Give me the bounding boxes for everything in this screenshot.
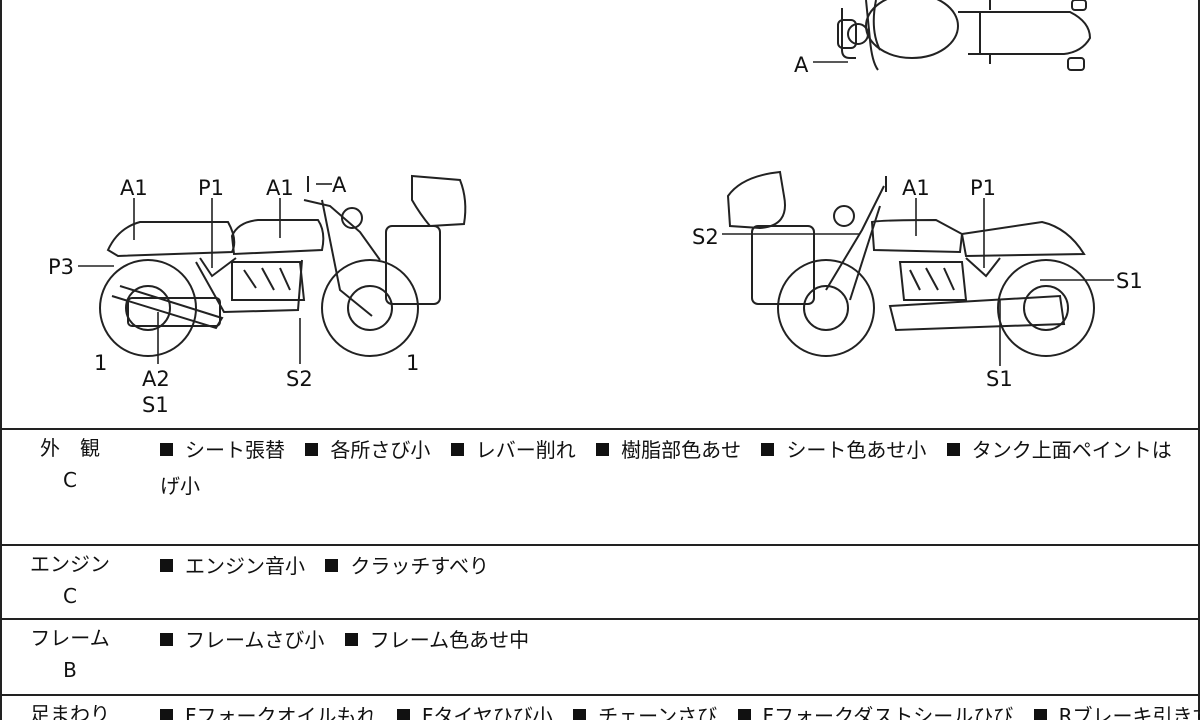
bullet-square-icon <box>160 559 173 572</box>
motorcycle-diagram: A A1 P1 A1 A P3 1 A2 S1 S2 1 A1 P1 S2 S1… <box>48 0 1143 417</box>
bullet-square-icon <box>325 559 339 572</box>
bullet-square-icon <box>344 633 358 646</box>
condition-item: Fタイヤひび小 <box>421 704 553 720</box>
condition-item: 各所さび小 <box>330 438 431 462</box>
right-view-illustration <box>726 170 1095 357</box>
label-left-a: A <box>332 173 347 197</box>
bullet-square-icon <box>160 443 173 456</box>
condition-item: クラッチすべり <box>350 554 489 578</box>
bullet-square-icon <box>396 709 410 720</box>
top-view-illustration <box>837 0 1092 71</box>
label-right-a1: A1 <box>902 176 930 200</box>
label-right-s1-lower: S1 <box>986 367 1013 391</box>
condition-item: タンク上面ペイントはげ小 <box>160 438 1172 498</box>
condition-row-engine: エンジン C エンジン音小 クラッチすべり <box>0 548 1200 616</box>
label-left-1-rear: 1 <box>94 351 107 375</box>
table-border <box>0 544 1200 546</box>
condition-item: Rブレーキ引きず <box>1058 704 1200 720</box>
bullet-square-icon <box>737 709 751 720</box>
label-left-s2: S2 <box>286 367 313 391</box>
label-left-a1-seat: A1 <box>120 176 148 200</box>
row-category: エンジン C <box>0 548 140 612</box>
bullet-square-icon <box>946 443 960 456</box>
condition-row-exterior: 外 観 C シート張替 各所さび小 レバー削れ 樹脂部色あせ シート色あせ小 タ… <box>0 432 1200 542</box>
condition-row-frame: フレーム B フレームさび小 フレーム色あせ中 <box>0 622 1200 692</box>
row-category: 外 観 C <box>0 432 140 496</box>
condition-item: Fフォークオイルもれ <box>185 704 377 720</box>
bullet-square-icon <box>596 443 610 456</box>
sheet-border-left <box>0 0 2 720</box>
condition-item: 樹脂部色あせ <box>621 438 742 462</box>
row-category: フレーム B <box>0 622 140 686</box>
bullet-square-icon <box>573 709 587 720</box>
top-view-labels: A <box>794 53 809 77</box>
row-items: Fフォークオイルもれ Fタイヤひび小 チェーンさび Fフォークダストシールひび … <box>160 698 1200 720</box>
left-view-illustration <box>99 174 467 357</box>
condition-item: エンジン音小 <box>185 554 305 578</box>
label-left-a1-tank: A1 <box>266 176 294 200</box>
condition-row-suspension: 足まわり Fフォークオイルもれ Fタイヤひび小 チェーンさび Fフォークダストシ… <box>0 698 1200 720</box>
category-name: エンジン <box>30 552 110 576</box>
table-border <box>0 694 1200 696</box>
bullet-square-icon <box>1033 709 1047 720</box>
condition-item: シート色あせ小 <box>786 438 927 462</box>
category-grade: B <box>63 658 77 682</box>
bullet-square-icon <box>160 633 173 646</box>
label-left-p1: P1 <box>198 176 224 200</box>
sheet-border-right <box>1198 0 1200 720</box>
condition-item: フレームさび小 <box>185 628 325 652</box>
table-border <box>0 618 1200 620</box>
row-category: 足まわり <box>0 698 140 720</box>
category-name: フレーム <box>30 626 110 650</box>
left-view-labels: A1 P1 A1 A P3 1 A2 S1 S2 1 <box>48 173 419 417</box>
category-name: 外 観 <box>40 436 100 460</box>
bullet-square-icon <box>450 443 464 456</box>
category-grade: C <box>63 468 77 492</box>
label-left-1-front: 1 <box>406 351 419 375</box>
label-right-s1-upper: S1 <box>1116 269 1143 293</box>
label-top-a: A <box>794 53 809 77</box>
row-items: フレームさび小 フレーム色あせ中 <box>160 622 1180 658</box>
condition-item: レバー削れ <box>475 438 576 462</box>
table-border <box>0 428 1200 430</box>
right-view-labels: A1 P1 S2 S1 S1 <box>692 176 1143 391</box>
category-name: 足まわり <box>30 702 110 720</box>
bullet-square-icon <box>305 443 319 456</box>
condition-item: Fフォークダストシールひび <box>762 704 1014 720</box>
bullet-square-icon <box>160 709 173 720</box>
condition-item: シート張替 <box>185 438 285 462</box>
label-left-s1: S1 <box>142 393 169 417</box>
label-left-a2: A2 <box>142 367 170 391</box>
row-items: シート張替 各所さび小 レバー削れ 樹脂部色あせ シート色あせ小 タンク上面ペイ… <box>160 432 1180 504</box>
label-left-p3: P3 <box>48 255 74 279</box>
leader-lines <box>78 61 1114 366</box>
condition-item: フレーム色あせ中 <box>369 628 530 652</box>
label-right-p1: P1 <box>970 176 996 200</box>
row-items: エンジン音小 クラッチすべり <box>160 548 1180 584</box>
condition-item: チェーンさび <box>598 704 718 720</box>
bullet-square-icon <box>761 443 775 456</box>
category-grade: C <box>63 584 77 608</box>
label-right-s2: S2 <box>692 225 719 249</box>
